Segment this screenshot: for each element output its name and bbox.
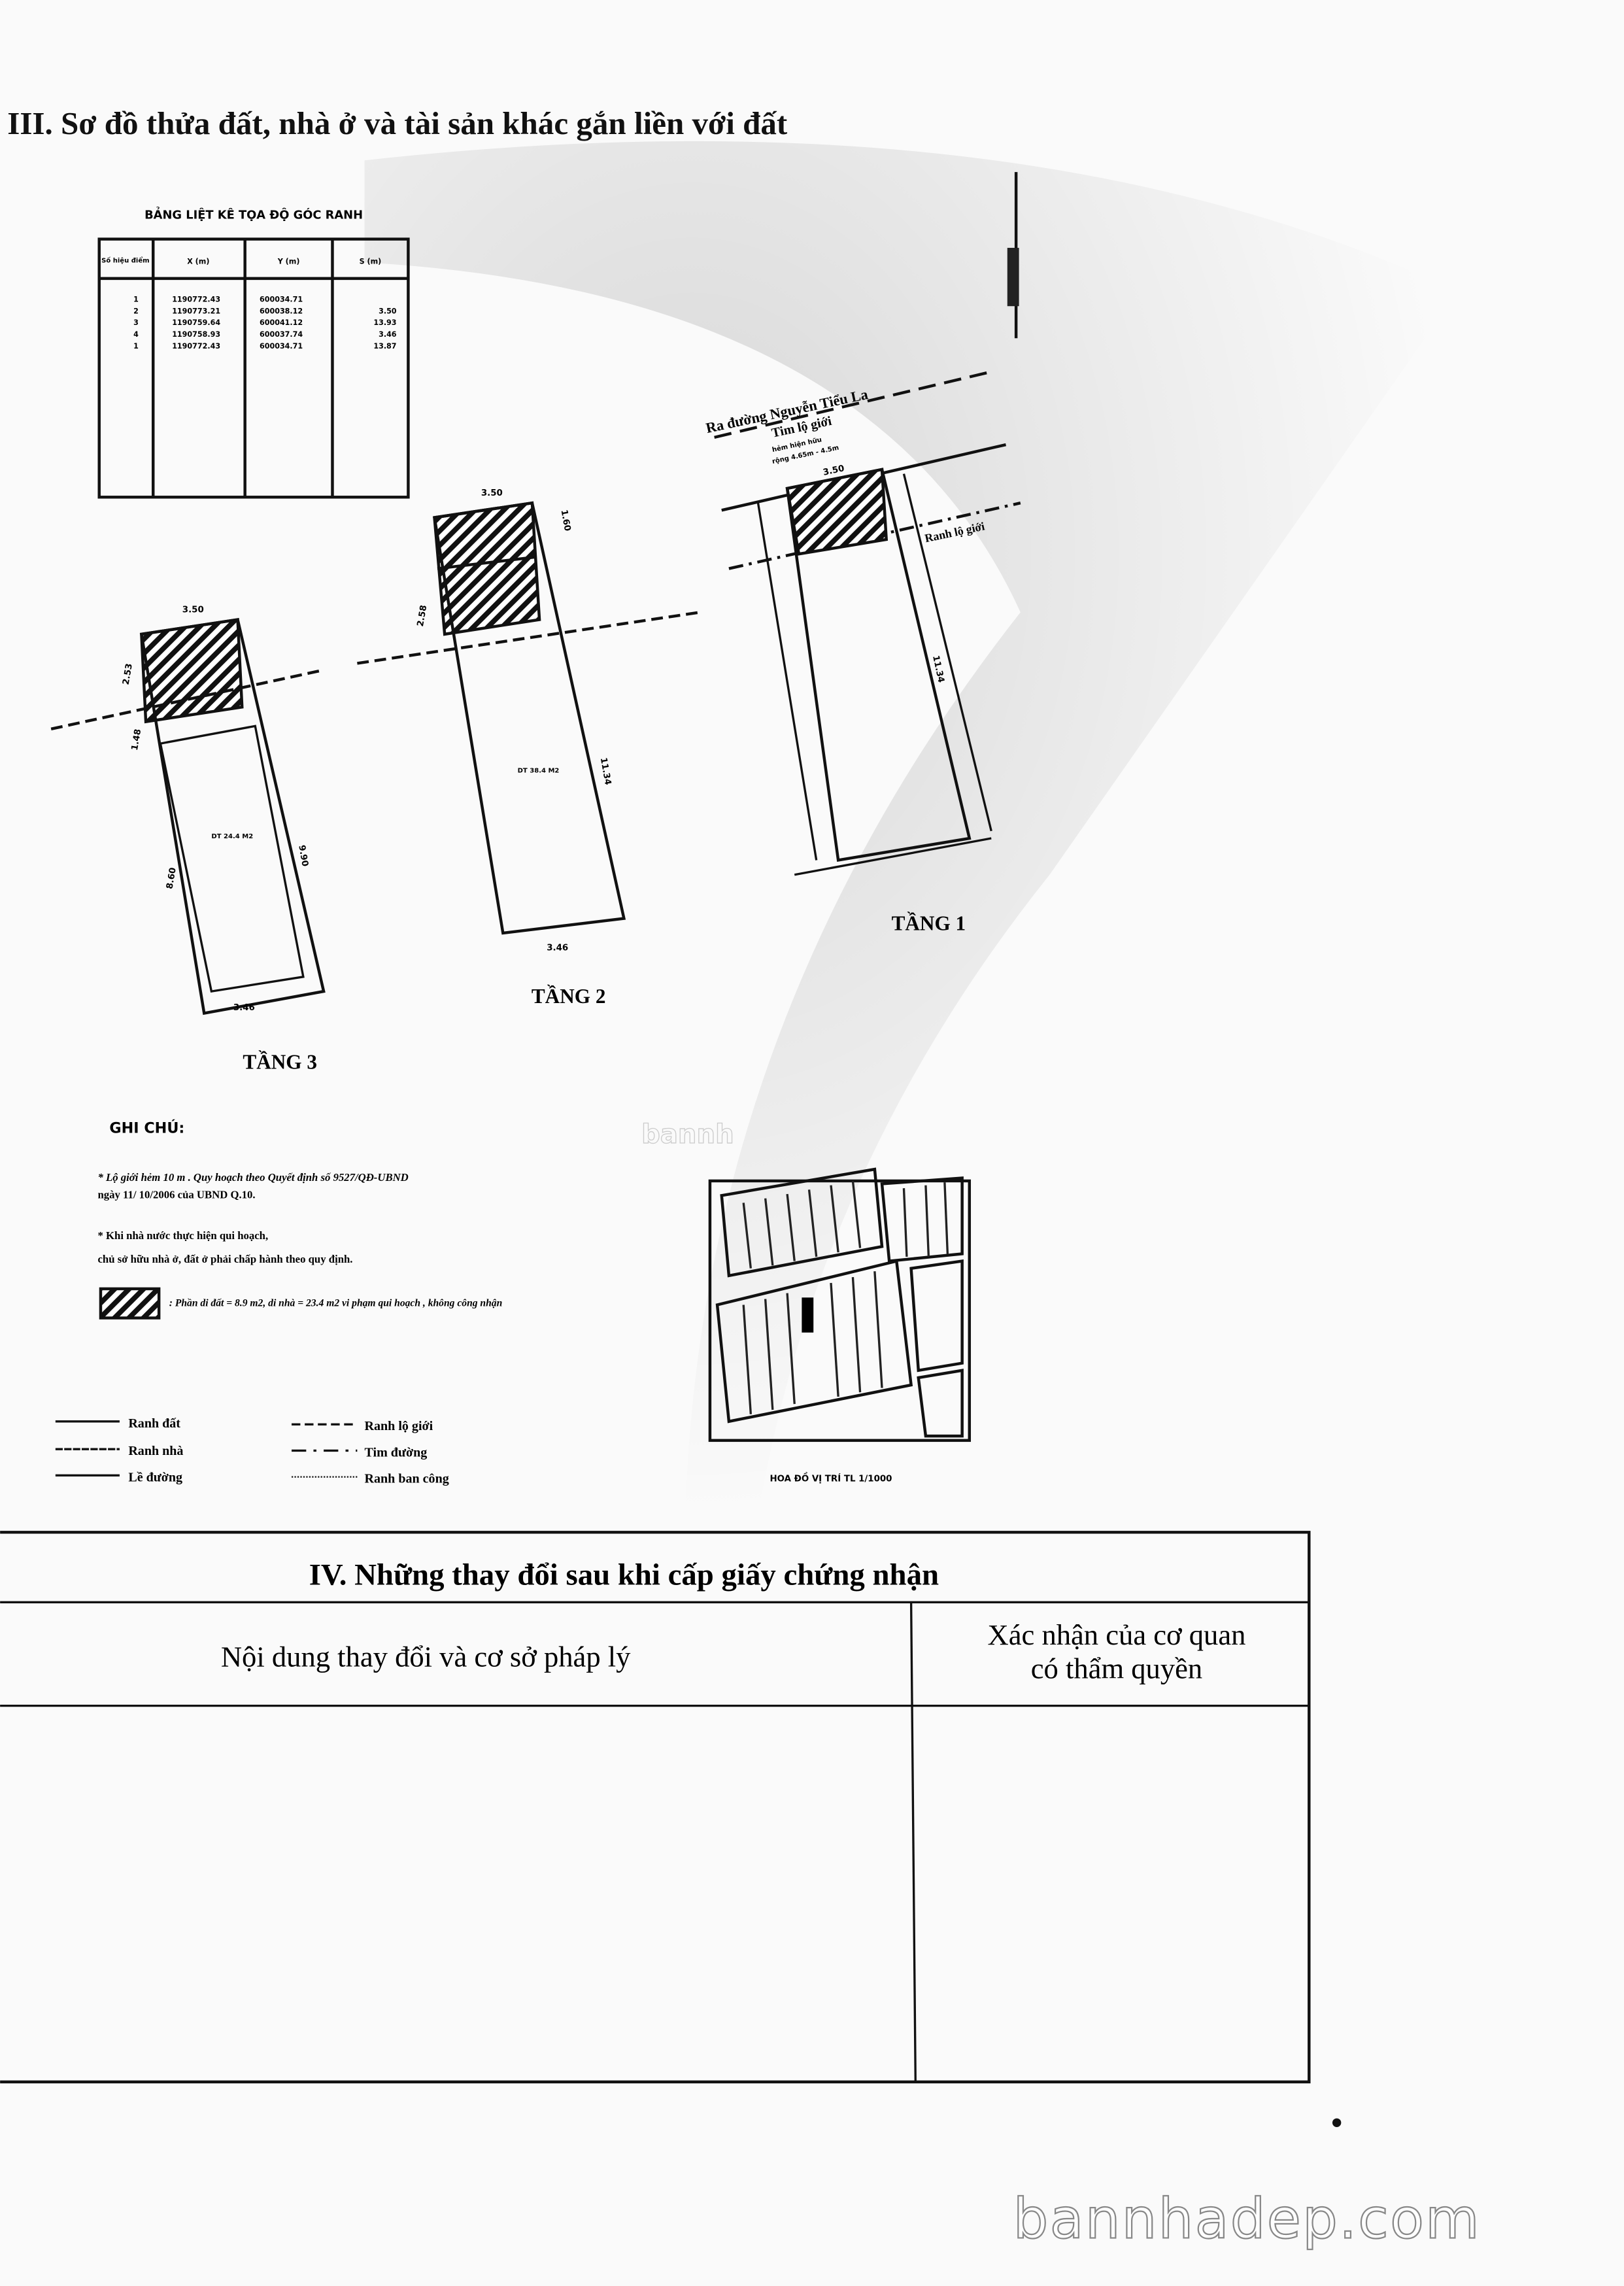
- notes-heading: GHI CHÚ:: [109, 1118, 184, 1136]
- header-y: Y (m): [277, 258, 300, 266]
- floor-2-d3: 11.34: [598, 757, 613, 785]
- cell: 600034.71: [260, 342, 303, 350]
- cell: 3.50: [379, 307, 397, 315]
- floor-3-plan: 3.50 3.46 DT 24.4 M2 2.53 1.48 8.60 9.90…: [50, 605, 326, 1073]
- cell: 1190773.21: [172, 307, 220, 315]
- watermark-text: bannhadep.com: [1013, 2186, 1481, 2251]
- coordinate-table: BẢNG LIỆT KÊ TỌA ĐỘ GÓC RANH Số hiệu điể…: [97, 207, 410, 499]
- floor-3-label: TẦNG 3: [243, 1049, 317, 1073]
- cell: 13.93: [373, 318, 396, 327]
- cell: 1190772.43: [172, 296, 220, 304]
- section-3-title: III. Sơ đồ thửa đất, nhà ở và tài sản kh…: [7, 105, 788, 141]
- changes-table: IV. Những thay đổi sau khi cấp giấy chứn…: [0, 1531, 1311, 2084]
- section-4-title: IV. Những thay đổi sau khi cấp giấy chứn…: [309, 1558, 939, 1592]
- floor-2-area: DT 38.4 M2: [518, 768, 560, 775]
- note-line-1: * Lộ giới hẻm 10 m . Quy hoạch theo Quyế…: [98, 1171, 409, 1184]
- floor-1-label: TẦNG 1: [892, 911, 966, 934]
- cell: 600037.74: [260, 330, 303, 339]
- cell: 13.87: [373, 342, 396, 350]
- note-line-4: chủ sở hữu nhà ở, đất ở phải chấp hành t…: [98, 1253, 353, 1265]
- floor-3-area: DT 24.4 M2: [211, 833, 253, 840]
- ink-dot: [1332, 2118, 1342, 2127]
- column-authority-line-1: Xác nhận của cơ quan: [988, 1618, 1246, 1651]
- site-map-caption: HOA ĐỒ VỊ TRÍ TL 1/1000: [770, 1471, 892, 1484]
- header-s: S (m): [360, 258, 382, 266]
- cell: 2: [133, 307, 139, 315]
- floor-2-plan: 3.50 3.46 DT 38.4 M2 1.60 2.58 11.34 TẦN…: [357, 488, 700, 1008]
- floor-2-bottom: 3.46: [547, 944, 568, 953]
- floor-2-d2: 2.58: [416, 604, 429, 627]
- coord-table-title: BẢNG LIỆT KÊ TỌA ĐỘ GÓC RANH: [144, 207, 363, 222]
- notes: GHI CHÚ: * Lộ giới hẻm 10 m . Quy hoạch …: [98, 1118, 503, 1320]
- header-point: Số hiệu điểm: [101, 256, 149, 264]
- column-changes-content: Nội dung thay đổi và cơ sở pháp lý: [221, 1640, 631, 1673]
- floor-3-d4: 9.90: [296, 844, 309, 867]
- authority-confirmation-cell[interactable]: [919, 1709, 1306, 2079]
- legend: Ranh đất Ranh nhà Lề đường Ranh lộ giới …: [55, 1416, 449, 1486]
- floor-2-top: 3.50: [481, 488, 503, 498]
- cell: 600041.12: [260, 318, 303, 327]
- legend-ranh-nha: Ranh nhà: [128, 1444, 183, 1458]
- legend-ranh-ban-cong: Ranh ban công: [365, 1471, 449, 1486]
- note-line-3: * Khi nhà nước thực hiện qui hoạch,: [98, 1229, 269, 1242]
- legend-ranh-lo-gioi: Ranh lộ giới: [365, 1419, 433, 1433]
- cell: 3.46: [379, 330, 397, 339]
- legend-le-duong: Lề đường: [128, 1470, 182, 1484]
- floor-3-bottom: 3.46: [233, 1003, 255, 1013]
- cell: 1190772.43: [172, 342, 220, 350]
- floor-3-top: 3.50: [182, 605, 204, 615]
- floor-3-d1: 2.53: [121, 663, 134, 686]
- cell: 1: [133, 342, 139, 350]
- floor-3-d3: 8.60: [165, 867, 178, 890]
- column-authority-line-2: có thẩm quyền: [1031, 1652, 1202, 1684]
- changes-content-cell[interactable]: [3, 1709, 909, 2079]
- copy-shading: [364, 141, 1458, 1516]
- legend-ranh-dat: Ranh đất: [128, 1416, 180, 1431]
- cell: 3: [133, 318, 139, 327]
- site-location-map: HOA ĐỒ VỊ TRÍ TL 1/1000: [708, 1167, 972, 1484]
- note-line-2: ngày 11/ 10/2006 của UBND Q.10.: [98, 1189, 256, 1201]
- cell: 4: [133, 330, 139, 339]
- floor-3-d2: 1.48: [130, 728, 143, 751]
- floor-1-width: 3.50: [822, 464, 845, 478]
- cell: 600034.71: [260, 296, 303, 304]
- hatch-swatch: [99, 1287, 161, 1320]
- legend-tim-duong: Tim đường: [365, 1445, 428, 1459]
- floor-2-label: TẦNG 2: [532, 984, 606, 1008]
- cell: 600038.12: [260, 307, 303, 315]
- hatch-note: : Phần di đất = 8.9 m2, di nhà = 23.4 m2…: [169, 1298, 503, 1309]
- header-x: X (m): [187, 258, 209, 266]
- floor-2-d1: 1.60: [559, 509, 572, 532]
- faint-watermark: bannh: [641, 1119, 734, 1150]
- parcel-marker: [802, 1297, 814, 1333]
- cell: 1190759.64: [172, 318, 220, 327]
- north-arrow-icon: [1007, 172, 1019, 339]
- cell: 1190758.93: [172, 330, 220, 339]
- cell: 1: [133, 296, 139, 304]
